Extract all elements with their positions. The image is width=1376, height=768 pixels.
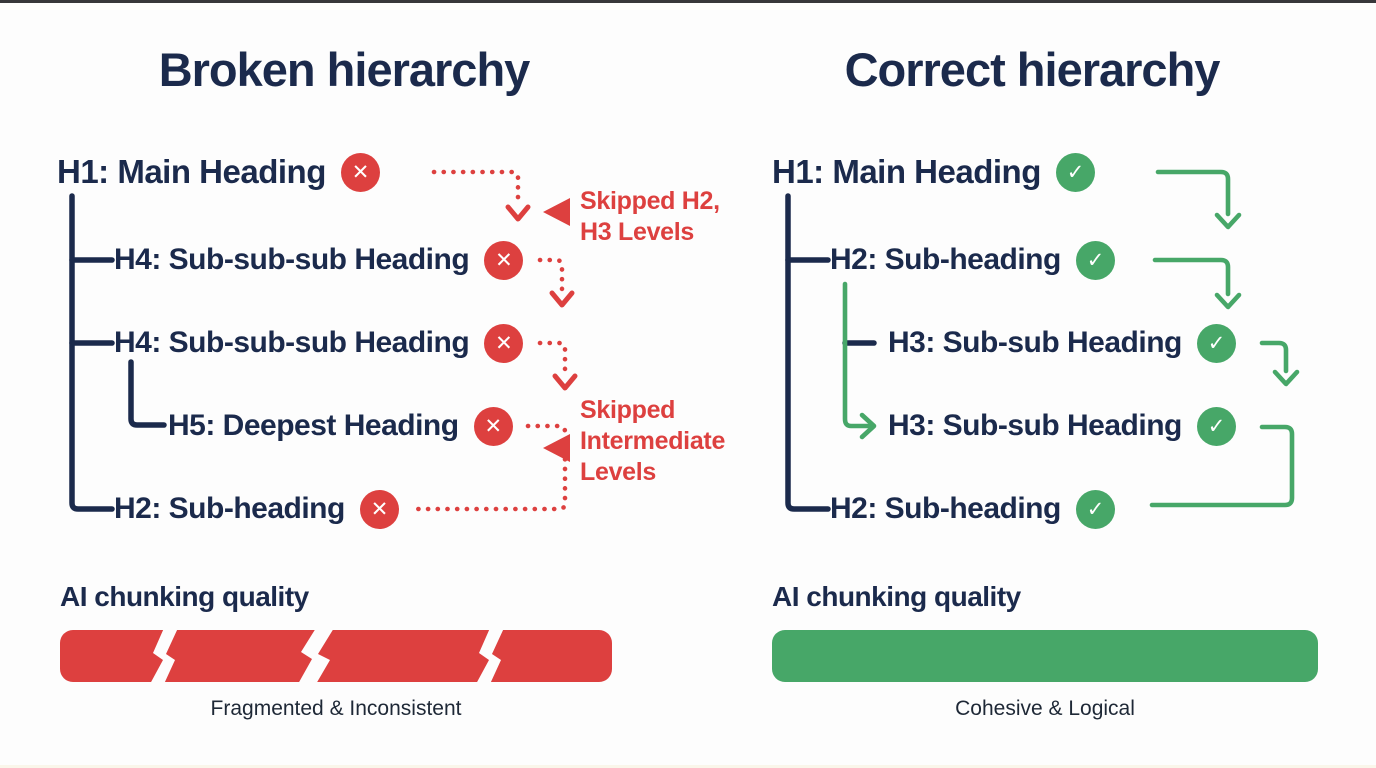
correct-item-h3-b: H3: Sub-sub Heading ✓ [888, 406, 1236, 446]
check-icon: ✓ [1196, 323, 1236, 363]
callout-triangle-mid [543, 434, 570, 462]
heading-label: H2: Sub-heading [114, 492, 345, 525]
quality-bar-solid [772, 630, 1318, 682]
skip-arrow-h1-to-h4 [431, 169, 531, 222]
flow-arrow-h2-to-h3 [1152, 257, 1242, 310]
x-icon: ✕ [484, 240, 524, 280]
skip-arrow-h4-to-h4 [537, 257, 575, 308]
correct-item-h3-a: H3: Sub-sub Heading ✓ [888, 323, 1236, 363]
skipped-intermediate-note: Skipped Intermediate Levels [580, 396, 726, 486]
quality-bar-fragmented [60, 628, 612, 684]
heading-label: H3: Sub-sub Heading [888, 409, 1182, 442]
broken-item-h2: H2: Sub-heading ✕ [114, 489, 399, 529]
heading-label: H2: Sub-heading [830, 492, 1061, 525]
correct-item-h2-a: H2: Sub-heading ✓ [830, 240, 1115, 280]
bottom-edge-strip [0, 765, 1376, 768]
flow-arrow-h3-to-h2 [1149, 424, 1295, 508]
x-icon: ✕ [359, 489, 399, 529]
heading-label: H3: Sub-sub Heading [888, 326, 1182, 359]
check-icon: ✓ [1075, 489, 1115, 529]
flow-arrow-h1-to-h2 [1155, 169, 1242, 230]
x-icon: ✕ [473, 406, 513, 446]
heading-label: H4: Sub-sub-sub Heading [114, 326, 470, 359]
broken-tree-lines [69, 193, 167, 512]
flow-arrow-h3-to-h3 [1259, 340, 1300, 387]
broken-item-h4-a: H4: Sub-sub-sub Heading ✕ [114, 240, 524, 280]
heading-label: H2: Sub-heading [830, 243, 1061, 276]
right-quality-label: AI chunking quality [772, 581, 1021, 612]
right-quality-caption: Cohesive & Logical [955, 697, 1135, 720]
broken-hierarchy-title: Broken hierarchy [158, 43, 531, 96]
broken-item-h4-b: H4: Sub-sub-sub Heading ✕ [114, 323, 524, 363]
left-quality-caption: Fragmented & Inconsistent [210, 697, 462, 720]
correct-item-h1: H1: Main Heading ✓ [772, 152, 1095, 192]
broken-item-h5: H5: Deepest Heading ✕ [168, 406, 513, 446]
check-icon: ✓ [1196, 406, 1236, 446]
skip-arrow-h5-to-h2 [411, 423, 568, 512]
green-branch-arrow [842, 281, 877, 440]
heading-label: H4: Sub-sub-sub Heading [114, 243, 470, 276]
correct-hierarchy-title: Correct hierarchy [844, 43, 1221, 96]
check-icon: ✓ [1075, 240, 1115, 280]
correct-tree-lines [785, 193, 877, 512]
left-quality-label: AI chunking quality [60, 581, 309, 612]
callout-triangle-top [543, 198, 570, 226]
top-edge-strip [0, 0, 1376, 3]
heading-label: H1: Main Heading [57, 153, 326, 190]
x-icon: ✕ [340, 152, 380, 192]
skip-arrow-h4-to-h5 [537, 340, 578, 391]
correct-item-h2-b: H2: Sub-heading ✓ [830, 489, 1115, 529]
broken-item-h1: H1: Main Heading ✕ [57, 152, 380, 192]
skipped-h2-h3-note: Skipped H2, H3 Levels [580, 187, 720, 246]
check-icon: ✓ [1055, 152, 1095, 192]
heading-label: H5: Deepest Heading [168, 409, 459, 442]
heading-label: H1: Main Heading [772, 153, 1041, 190]
x-icon: ✕ [484, 323, 524, 363]
